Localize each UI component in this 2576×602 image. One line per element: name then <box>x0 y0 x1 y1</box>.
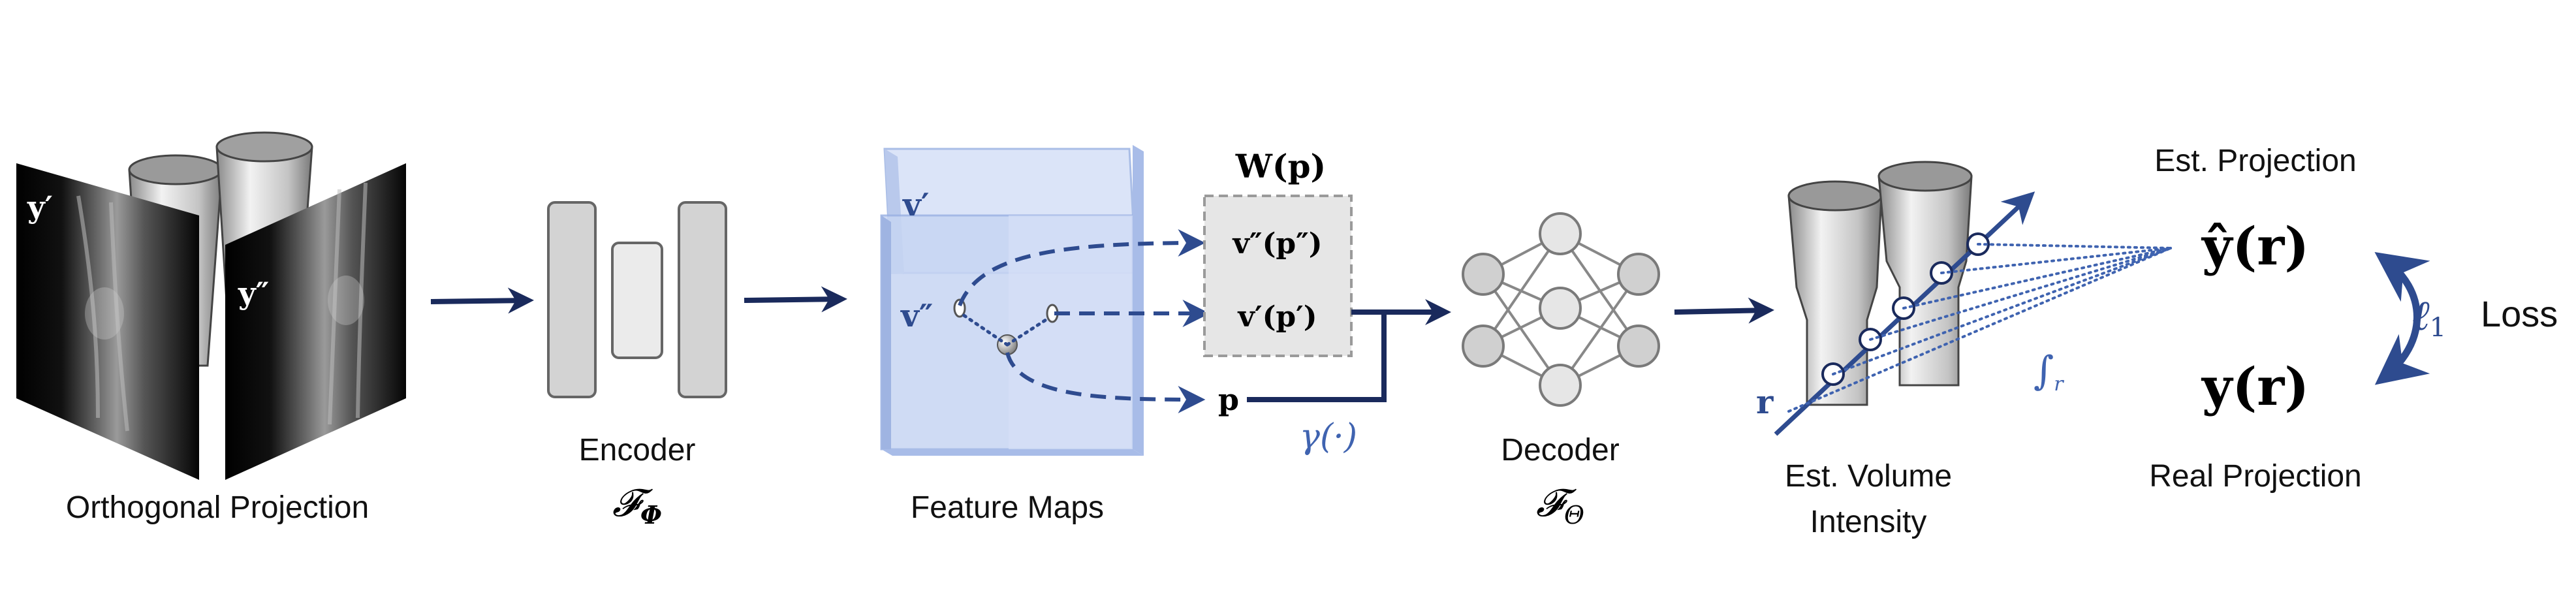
encoder-block-right <box>678 201 727 398</box>
loss-word: Loss <box>2481 293 2558 334</box>
projection-right-symbol: y″ <box>238 276 269 311</box>
arrow-icon <box>1674 297 1774 324</box>
feature-maps-group: v′ v″ Feature Maps <box>880 145 1210 525</box>
encoder-group: Encoder 𝓕Φ <box>547 201 727 530</box>
feature-plane-back-label: v′ <box>902 187 930 223</box>
connector-line <box>1247 312 1387 402</box>
projection-image-right <box>225 163 406 480</box>
arrow-icon <box>958 229 1206 307</box>
integral-symbol: ∫r <box>2034 348 2064 396</box>
loss-group: Est. Projection ŷ(r) y(r) Real Projectio… <box>2149 144 2558 494</box>
decoder-symbol: 𝓕Θ <box>1536 481 1584 530</box>
feature-plane-front-label: v″ <box>900 298 933 334</box>
weights-title: W(p) <box>1235 147 1326 185</box>
projection-left-symbol: y′ <box>27 189 53 225</box>
encoder-block-middle <box>611 242 663 359</box>
volume-label-line2: Intensity <box>1810 505 1927 539</box>
est-projection-title: Est. Projection <box>2154 144 2356 178</box>
neural-network-icon <box>1462 212 1660 407</box>
loss-symbol: ℓ1 <box>2412 292 2446 343</box>
encoder-label: Encoder <box>579 433 696 467</box>
encoder-block-left <box>547 201 597 398</box>
arrow-icon <box>1005 352 1206 413</box>
ray-symbol: r <box>1756 383 1774 421</box>
cylinder-icon <box>1787 161 1973 406</box>
weights-item-v2: v″(p″) <box>1232 227 1322 261</box>
arrow-icon <box>744 286 847 313</box>
real-projection-symbol: y(r) <box>2201 356 2309 417</box>
volume-label-line1: Est. Volume <box>1785 459 1952 494</box>
position-p: p <box>1218 382 1239 417</box>
arrow-icon <box>430 287 534 314</box>
feature-maps-label: Feature Maps <box>911 490 1104 525</box>
decoder-label: Decoder <box>1501 433 1619 467</box>
orthogonal-projection-group: y′ y″ Orthogonal Projection <box>16 131 406 525</box>
projection-image-left <box>16 163 199 480</box>
weights-item-v1: v′(p′) <box>1237 300 1317 334</box>
projection-label: Orthogonal Projection <box>66 490 369 525</box>
volume-group: r ∫r Est. Volume Intensity <box>1756 161 2172 539</box>
integration-rays <box>1787 243 2172 413</box>
encoder-symbol: 𝓕Φ <box>612 481 662 530</box>
weights-box-group: W(p) v″(p″) v′(p′) p γ(·) <box>1203 147 1451 456</box>
est-projection-symbol: ŷ(r) <box>2201 215 2309 277</box>
positional-encoding: γ(·) <box>1300 417 1357 456</box>
real-projection-title: Real Projection <box>2149 459 2362 494</box>
weights-box <box>1203 195 1353 357</box>
curved-arrow-icon <box>2374 252 2430 385</box>
